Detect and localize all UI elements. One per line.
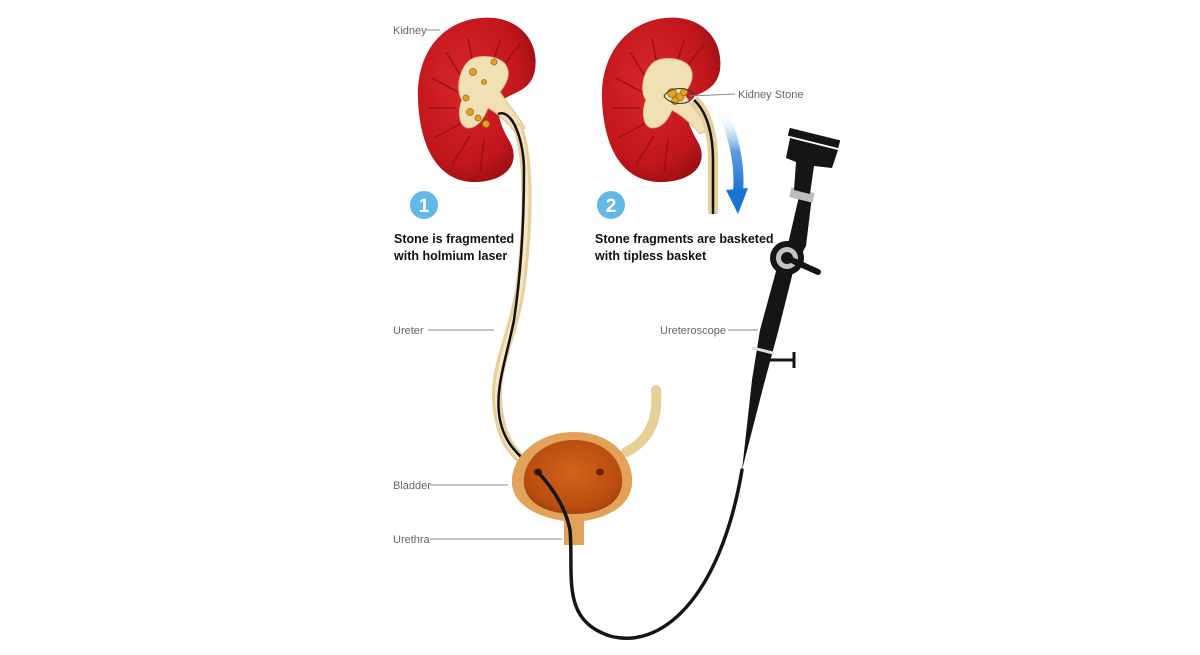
right-ureteral-orifice [596, 468, 604, 476]
ureteroscope [536, 127, 841, 641]
step-1-number: 1 [419, 196, 430, 217]
label-urethra: Urethra [393, 534, 562, 546]
step-1-caption-line2: with holmium laser [393, 249, 507, 263]
bladder-inner [523, 440, 623, 514]
bladder [511, 432, 633, 545]
withdraw-arrow [717, 105, 748, 214]
left-kidney-pyramids [428, 37, 521, 173]
kidney-stone [667, 88, 688, 105]
label-ureter-text: Ureter [393, 325, 424, 337]
step-1: 1 Stone is fragmented with holmium laser [393, 191, 514, 263]
eyepiece-cap [787, 127, 841, 149]
step-1-badge [410, 191, 438, 219]
step-2: 2 Stone fragments are basketed with tipl… [594, 191, 774, 263]
step-2-caption-line1: Stone fragments are basketed [595, 232, 774, 246]
ureteroscope-band-lower [751, 346, 774, 355]
left-renal-pelvis [458, 56, 526, 133]
step-2-number: 2 [606, 196, 617, 217]
working-channel-port [770, 352, 796, 368]
left-ureter [491, 123, 532, 463]
ureteroscope-band-upper [789, 187, 815, 203]
right-ureter [621, 385, 662, 457]
label-ureter: Ureter [393, 325, 494, 337]
step-2-caption-line2: with tipless basket [594, 249, 707, 263]
label-ureteroscope: Ureteroscope [660, 325, 758, 337]
laser-fiber [497, 112, 526, 459]
label-kidney: Kidney [393, 25, 440, 37]
label-bladder-text: Bladder [393, 480, 431, 492]
label-kidney-text: Kidney [393, 25, 427, 37]
label-urethra-text: Urethra [393, 534, 431, 546]
deflection-lever-icon [770, 241, 821, 275]
label-kidney-stone-text: Kidney Stone [738, 89, 803, 101]
left-kidney [417, 17, 536, 183]
basket-wire [693, 99, 715, 214]
label-bladder: Bladder [393, 480, 508, 492]
ureteroscope-eyepiece [786, 138, 838, 194]
ureteroscope-shaft [536, 468, 744, 641]
right-kidney [601, 17, 721, 214]
step-1-caption-line1: Stone is fragmented [394, 232, 514, 246]
label-kidney-stone: Kidney Stone [689, 89, 803, 101]
left-kidney-stone-fragments [462, 58, 498, 128]
label-ureteroscope-text: Ureteroscope [660, 325, 726, 337]
step-2-badge [597, 191, 625, 219]
